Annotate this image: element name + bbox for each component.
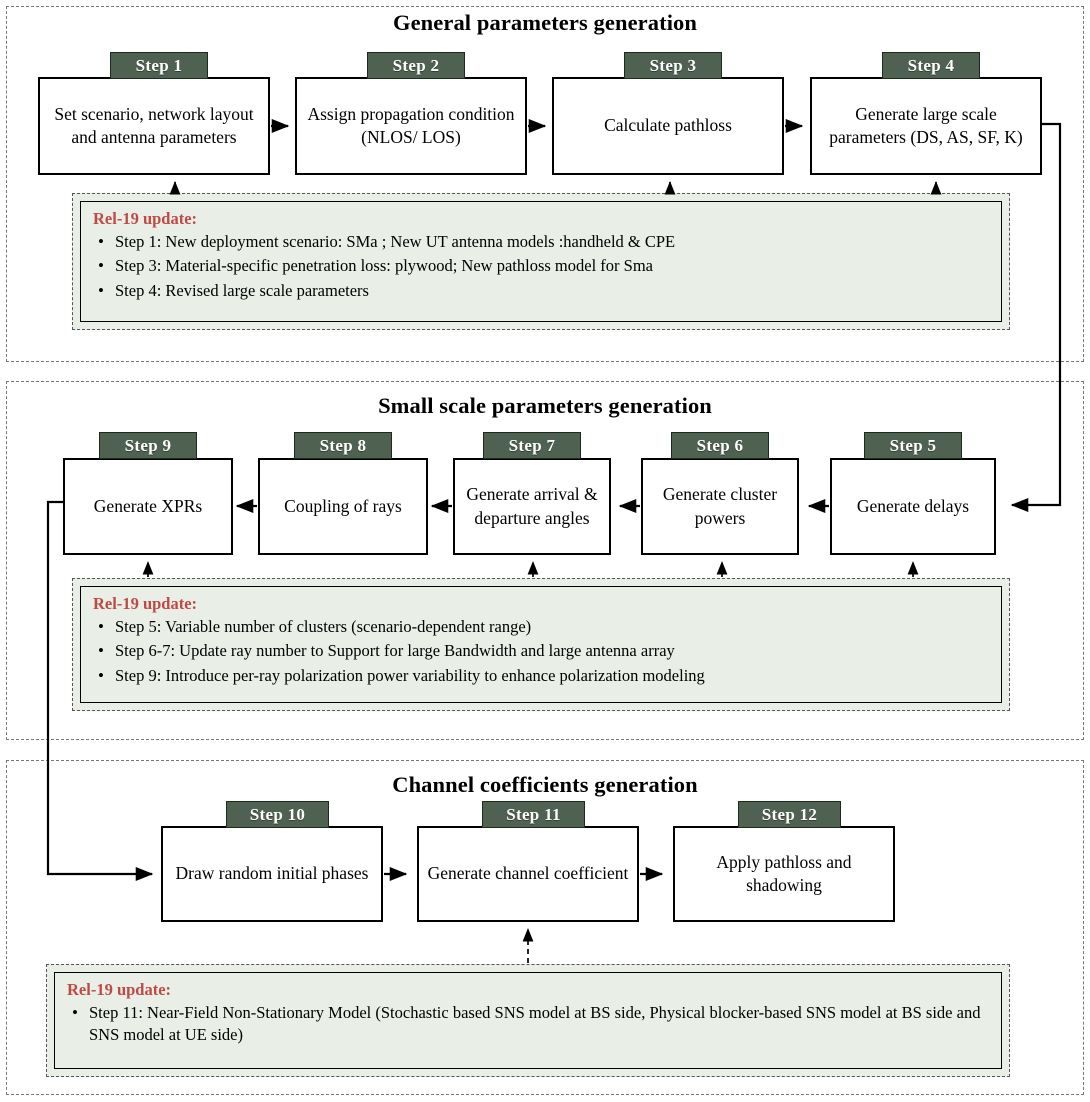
- step-box-12-text: Apply pathloss and shadowing: [716, 851, 852, 895]
- step-box-2-text: Assign propagation condition (NLOS/ LOS): [307, 103, 515, 147]
- step-box-8[interactable]: Coupling of rays: [258, 458, 428, 555]
- step-badge-5: Step 5: [864, 432, 962, 459]
- rel19-update-item: Step 5: Variable number of clusters (sce…: [93, 615, 989, 639]
- rel19-update-item: Step 9: Introduce per-ray polarization p…: [93, 664, 989, 688]
- step-badge-5-label: Step 5: [889, 435, 937, 455]
- step-box-7-text: Generate arrival & departure angles: [466, 484, 598, 528]
- step-box-10[interactable]: Draw random initial phases: [161, 826, 383, 922]
- step-badge-12-label: Step 12: [761, 804, 818, 824]
- step-badge-11: Step 11: [482, 801, 585, 828]
- step-badge-2: Step 2: [367, 52, 465, 79]
- rel19-update-heading-small-scale: Rel-19 update:: [93, 594, 198, 613]
- step-box-5[interactable]: Generate delays: [830, 458, 996, 555]
- step-box-12[interactable]: Apply pathloss and shadowing: [673, 826, 895, 922]
- step-badge-7-label: Step 7: [508, 435, 556, 455]
- step-box-9[interactable]: Generate XPRs: [63, 458, 233, 555]
- rel19-update-inner-general: Rel-19 update: Step 1: New deployment sc…: [80, 201, 1002, 322]
- step-box-8-text: Coupling of rays: [284, 495, 402, 516]
- step-box-10-text: Draw random initial phases: [175, 863, 369, 884]
- step-badge-12: Step 12: [738, 801, 841, 828]
- rel19-update-heading-general: Rel-19 update:: [93, 209, 198, 228]
- step-badge-1-label: Step 1: [135, 55, 183, 75]
- step-badge-4-label: Step 4: [907, 55, 955, 75]
- step-badge-4: Step 4: [882, 52, 980, 79]
- rel19-update-panel-small-scale: Rel-19 update: Step 5: Variable number o…: [72, 578, 1010, 711]
- rel19-update-inner-channel: Rel-19 update: Step 11: Near-Field Non-S…: [54, 972, 1002, 1069]
- step-box-5-text: Generate delays: [856, 495, 970, 516]
- rel19-update-item: Step 11: Near-Field Non-Stationary Model…: [67, 1001, 989, 1047]
- rel19-update-heading-channel: Rel-19 update:: [67, 980, 172, 999]
- step-box-11[interactable]: Generate channel coefficient: [417, 826, 639, 922]
- step-badge-9: Step 9: [99, 432, 197, 459]
- step-badge-10-label: Step 10: [249, 804, 306, 824]
- rel19-update-panel-general: Rel-19 update: Step 1: New deployment sc…: [72, 193, 1010, 330]
- step-badge-3-label: Step 3: [649, 55, 697, 75]
- step-badge-6: Step 6: [671, 432, 769, 459]
- rel19-update-panel-channel: Rel-19 update: Step 11: Near-Field Non-S…: [46, 964, 1010, 1077]
- step-box-9-text: Generate XPRs: [93, 495, 203, 516]
- rel19-update-list-channel: Step 11: Near-Field Non-Stationary Model…: [67, 1001, 989, 1047]
- rel19-update-item: Step 1: New deployment scenario: SMa ; N…: [93, 230, 989, 254]
- step-box-6[interactable]: Generate cluster powers: [641, 458, 799, 555]
- step-badge-2-label: Step 2: [392, 55, 440, 75]
- step-badge-7: Step 7: [483, 432, 581, 459]
- section-title-general: General parameters generation: [392, 10, 698, 35]
- step-badge-8: Step 8: [294, 432, 392, 459]
- rel19-update-item: Step 6-7: Update ray number to Support f…: [93, 639, 989, 663]
- rel19-update-list-small-scale: Step 5: Variable number of clusters (sce…: [93, 615, 989, 688]
- step-badge-1: Step 1: [110, 52, 208, 79]
- step-badge-9-label: Step 9: [124, 435, 172, 455]
- rel19-update-item: Step 4: Revised large scale parameters: [93, 279, 989, 303]
- step-box-1-text: Set scenario, network layout and antenna…: [54, 103, 254, 147]
- section-title-small-scale: Small scale parameters generation: [378, 393, 712, 418]
- step-box-3[interactable]: Calculate pathloss: [552, 77, 784, 175]
- step-box-4-text: Generate large scale parameters (DS, AS,…: [829, 103, 1023, 147]
- step-box-7[interactable]: Generate arrival & departure angles: [453, 458, 611, 555]
- step-badge-10: Step 10: [226, 801, 329, 828]
- section-title-channel: Channel coefficients generation: [392, 772, 698, 797]
- step-box-2[interactable]: Assign propagation condition (NLOS/ LOS): [295, 77, 527, 175]
- step-box-3-text: Calculate pathloss: [604, 115, 732, 136]
- step-box-1[interactable]: Set scenario, network layout and antenna…: [38, 77, 270, 175]
- rel19-update-item: Step 3: Material-specific penetration lo…: [93, 254, 989, 278]
- rel19-update-list-general: Step 1: New deployment scenario: SMa ; N…: [93, 230, 989, 303]
- step-badge-6-label: Step 6: [696, 435, 744, 455]
- step-box-4[interactable]: Generate large scale parameters (DS, AS,…: [810, 77, 1042, 175]
- step-box-11-text: Generate channel coefficient: [427, 863, 629, 884]
- rel19-update-inner-small-scale: Rel-19 update: Step 5: Variable number o…: [80, 586, 1002, 703]
- step-badge-3: Step 3: [624, 52, 722, 79]
- step-badge-11-label: Step 11: [506, 804, 561, 824]
- step-box-6-text: Generate cluster powers: [662, 484, 778, 528]
- step-badge-8-label: Step 8: [319, 435, 367, 455]
